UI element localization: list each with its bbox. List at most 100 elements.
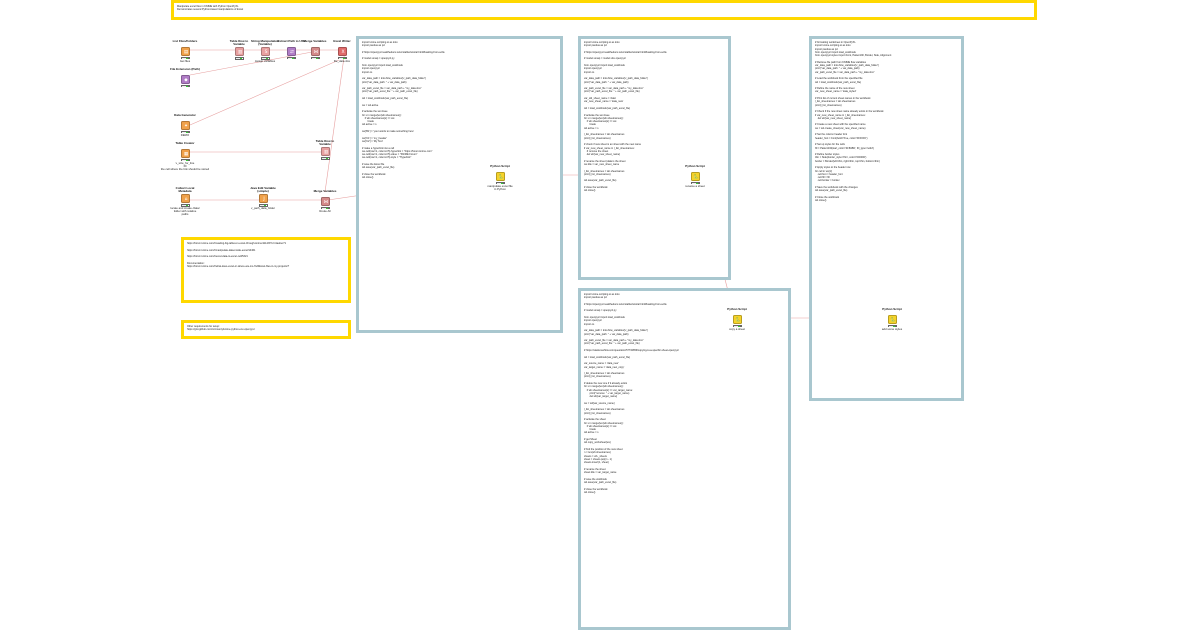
header-annotation: Manipulate excel files in KNIME with Pyt…: [171, 0, 1037, 20]
node-label: manipulate excel file in Python: [487, 183, 513, 191]
node-icon: X: [337, 46, 347, 56]
links-annotation-text: https://forum.knime.com/t/reading-big-ta…: [187, 242, 290, 269]
node-python-script-manipulate[interactable]: Python Script 🐍 manipulate excel file in…: [485, 164, 515, 191]
node-icon: S: [260, 47, 270, 57]
node-icon: ✦: [180, 120, 190, 130]
node-title: File Extension (Path): [170, 67, 200, 71]
node-label: copy a sheet: [729, 326, 745, 331]
node-python-script-copy[interactable]: Python Script 🐍 copy a sheet: [722, 307, 752, 331]
wire-writer-to-route: [324, 49, 346, 193]
header-annotation-text: Manipulate excel files in KNIME with Pyt…: [177, 5, 244, 12]
node-status: [180, 130, 190, 134]
node-status: [310, 56, 320, 60]
node-title: Merge Variables: [313, 189, 337, 193]
node-status: [337, 56, 347, 60]
node-merge-variables-2[interactable]: Merge Variables ⋈ Route All: [310, 189, 340, 213]
node-list-files[interactable]: List Files/Folders ▤ Get files: [170, 39, 200, 63]
requirements-annotation: Other requirements for setup: https://gi…: [181, 320, 351, 339]
node-title: String Manipulation (Variable): [251, 39, 279, 47]
node-collect-local-metadata[interactable]: Collect Local Metadata ⌂ locate and crea…: [170, 186, 200, 217]
node-title: List Files/Folders: [172, 39, 198, 43]
python-icon: 🐍: [693, 174, 699, 180]
node-label: rename a sheet: [685, 183, 705, 188]
java-icon: J: [263, 197, 265, 203]
node-data-generator[interactable]: Data Generator ✦ DEMO: [170, 113, 200, 137]
node-label: v_path_data_folder: [251, 206, 275, 211]
node-java-edit-variable[interactable]: Java Edit Variable (simple) J v_path_dat…: [248, 186, 278, 211]
node-title: Python Script: [727, 307, 747, 311]
node-label: DEMO: [180, 132, 190, 137]
merge-icon: ⋈: [313, 49, 319, 55]
code-text-copy: import knime.scripting.io as knio import…: [584, 293, 679, 494]
node-icon: ◆: [180, 74, 190, 84]
node-status: [260, 57, 270, 60]
code-text-manipulate: import knime.scripting.io as knio import…: [362, 41, 445, 180]
code-annotation-manipulate: import knime.scripting.io as knio import…: [356, 36, 563, 333]
node-icon: ▤: [180, 46, 190, 56]
code-annotation-rename: import knime.scripting.io as knio import…: [578, 36, 731, 280]
excel-icon: X: [341, 49, 345, 55]
node-icon: 🐍: [690, 171, 700, 181]
row-to-variable-icon: ▥: [323, 150, 329, 156]
python-icon: 🐍: [890, 317, 896, 323]
node-title: Data Generator: [174, 113, 196, 117]
node-table-row-to-variable-1[interactable]: Table Row to Variable ▥: [224, 39, 254, 60]
node-status: [234, 57, 244, 60]
node-title: Table Creator: [175, 141, 195, 145]
node-table-row-to-variable-2[interactable]: Table Row to Variable ▥: [310, 139, 340, 160]
merge-icon: ⋈: [323, 199, 329, 205]
node-status: [320, 157, 330, 160]
node-title: Python Script: [685, 164, 705, 168]
node-merge-variables-1[interactable]: Merge Variables ⋈: [300, 39, 330, 60]
node-title: Python Script: [882, 307, 902, 311]
code-annotation-copy: import knime.scripting.io as knio import…: [578, 288, 791, 630]
node-file-extension[interactable]: File Extension (Path) ◆: [170, 67, 200, 88]
node-status: [180, 204, 190, 207]
node-label: file_data.xlsx: [333, 58, 351, 63]
node-title: Table Row to Variable: [315, 139, 335, 147]
node-icon: J: [258, 194, 268, 204]
code-text-styles: # formatting worksheet in OpenPyXL impor…: [815, 41, 892, 203]
python-icon: 🐍: [498, 174, 504, 180]
node-icon: ⋈: [320, 196, 330, 206]
node-python-script-rename[interactable]: Python Script 🐍 rename a sheet: [680, 164, 710, 188]
node-icon: ⋈: [310, 46, 320, 56]
node-icon: ⌂: [180, 194, 190, 204]
python-icon: 🐍: [735, 317, 741, 323]
string-icon: S: [264, 50, 268, 56]
node-title: Extract Path to URI: [277, 39, 305, 43]
links-annotation: https://forum.knime.com/t/reading-big-ta…: [181, 237, 351, 303]
node-icon: 🐍: [495, 171, 505, 181]
node-status: [495, 181, 505, 185]
node-table-creator[interactable]: Table Creator ▦ v_size_for_line fill the…: [161, 141, 209, 171]
node-title: Table Row to Variable: [229, 39, 249, 47]
node-python-script-styles[interactable]: Python Script 🐍 add some styles: [877, 307, 907, 331]
node-label: v_size_for_line fill the cell where the …: [160, 160, 210, 171]
node-icon: ▦: [180, 148, 190, 158]
node-title: Java Edit Variable (simple): [250, 186, 276, 194]
node-string-manipulation-variable[interactable]: String Manipulation (Variable) S Assign …: [250, 39, 280, 64]
node-label: Route All: [319, 208, 331, 213]
node-label: locate and create /data/ folder with rel…: [170, 206, 200, 217]
extension-icon: ◆: [184, 77, 188, 83]
generator-icon: ✦: [184, 123, 188, 129]
node-status: [180, 56, 190, 60]
node-status: [887, 324, 897, 328]
node-title: Excel Writer: [333, 39, 351, 43]
node-label: add some styles: [881, 326, 903, 331]
code-annotation-styles: # formatting worksheet in OpenPyXL impor…: [809, 36, 964, 401]
folder-icon: ▤: [183, 49, 189, 55]
node-excel-writer[interactable]: Excel Writer X file_data.xlsx: [327, 39, 357, 63]
path-icon: ⇄: [290, 49, 294, 55]
table-icon: ▦: [183, 151, 189, 157]
node-status: [320, 206, 330, 210]
code-text-rename: import knime.scripting.io as knio import…: [584, 41, 667, 193]
node-icon: ▥: [320, 147, 330, 157]
node-extract-path[interactable]: Extract Path to URI ⇄: [276, 39, 306, 60]
node-icon: ▥: [234, 47, 244, 57]
node-label: Get files: [179, 58, 191, 63]
node-label: Assign variables: [254, 59, 276, 64]
metadata-icon: ⌂: [184, 197, 188, 203]
node-status: [180, 158, 190, 162]
